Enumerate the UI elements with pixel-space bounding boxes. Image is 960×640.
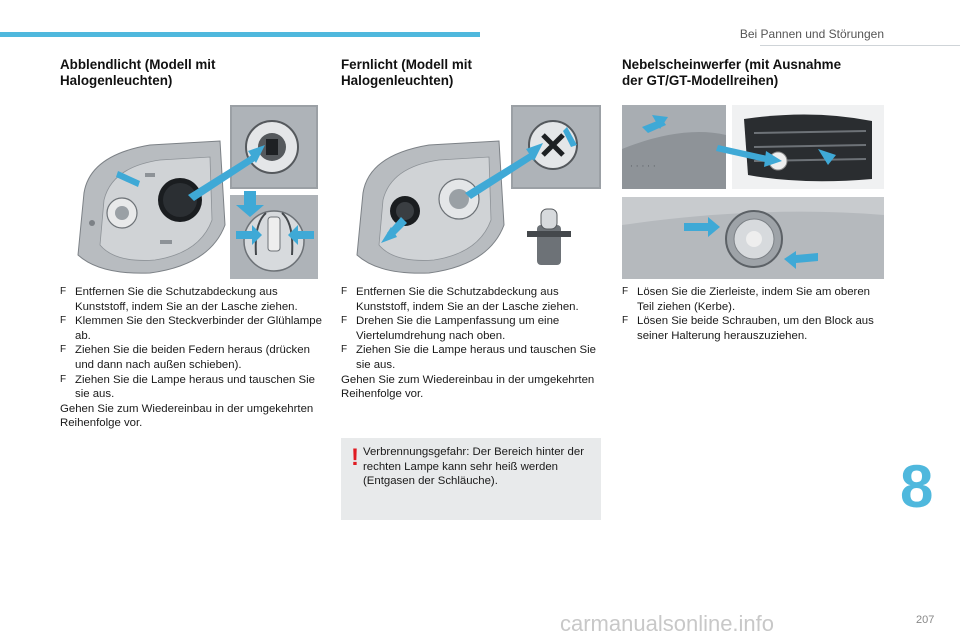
headlamp-illustration [77,140,226,274]
inset-trim-tab: · · · · · [622,105,726,189]
page-number: 207 [916,614,935,626]
closing-note: Gehen Sie zum Wiedereinbau in der umgeke… [60,402,314,430]
heading-low-beam: Abblendlicht (Modell mit Halogenleuchten… [60,57,216,88]
inset-bulb-socket [230,105,318,189]
watermark: carmanualsonline.info [560,611,775,636]
heading-high-beam: Fernlicht (Modell mit Halogenleuchten) [341,57,472,88]
warning-text: Verbrennungsgefahr: Der Bereich hinter d… [363,446,584,488]
closing-note: Gehen Sie zum Wiedereinbau in der umgeke… [341,373,595,401]
accent-bar [0,32,480,37]
svg-text:· · · · ·: · · · · · [630,162,656,172]
figure-high-beam [341,105,601,279]
heading-fog-lamp: Nebelscheinwerfer (mit Ausnahme der GT/G… [622,57,842,88]
header-rule [760,45,960,46]
arrow-icon [116,145,314,245]
warning-icon: ! [351,444,359,471]
column-fog-lamp: Nebelscheinwerfer (mit Ausnahme der GT/G… [622,57,884,89]
chapter-number: 8 [900,453,934,520]
section-header: Bei Pannen und Störungen [739,27,884,41]
inset-bumper-grille [732,105,884,189]
figure-low-beam [60,105,318,279]
arrow-icon [642,115,836,269]
figure-fog-lamp: · · · · · [622,105,884,279]
column-high-beam: Fernlicht (Modell mit Halogenleuchten) [341,57,603,89]
inset-bulb-socket [511,105,601,189]
bulb-illustration [527,208,571,265]
column-low-beam: Abblendlicht (Modell mit Halogenleuchten… [60,57,322,89]
warning-box: ! Verbrennungsgefahr: Der Bereich hinter… [341,438,601,520]
fog-lamp-housing [622,197,884,279]
arrow-icon [381,127,577,243]
headlamp-illustration [356,140,505,274]
